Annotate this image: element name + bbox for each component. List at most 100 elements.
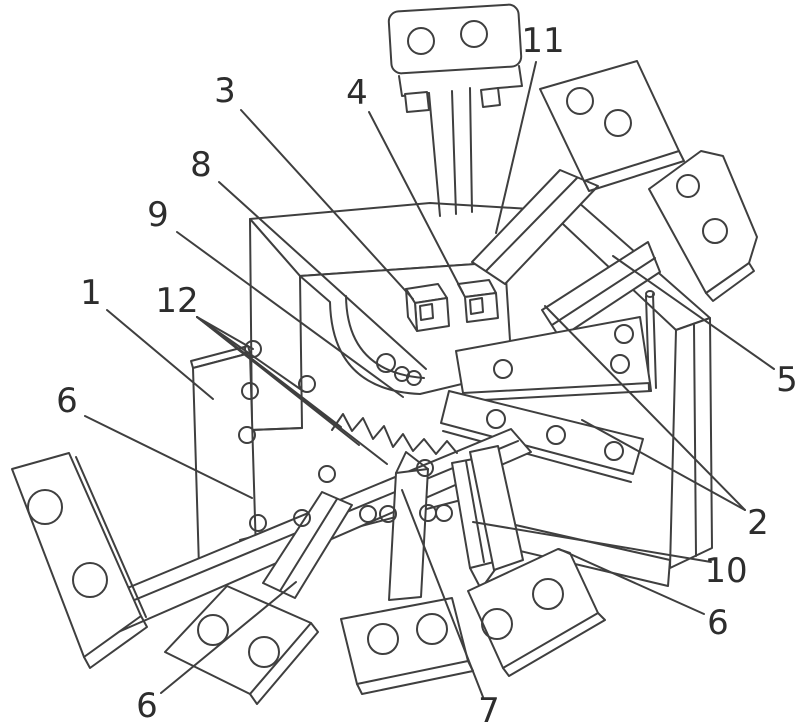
part-label-6-bottom: 6: [136, 686, 158, 726]
sse-arm: [467, 445, 606, 677]
lower-plate-thickness: [442, 430, 632, 483]
top-arm-stem-m: [451, 90, 457, 215]
frame-right-bar-inner: [693, 324, 697, 557]
upper-plate-hole-3: [610, 354, 630, 374]
ene-arm-hole-2: [702, 218, 728, 244]
left-plate-hole-2: [241, 382, 259, 400]
upper-plate-edge: [649, 382, 652, 392]
leader-11: [495, 61, 537, 234]
sse-head-thickness: [502, 612, 606, 677]
ball-8: [435, 504, 453, 522]
part-label-4: 4: [346, 73, 368, 113]
top-arm-hole-1: [407, 27, 435, 55]
lower-plate-hole-1: [486, 409, 506, 429]
ne-arm-hole-2: [604, 109, 632, 137]
west-head-inner: [75, 456, 147, 618]
ene-arm-head: [648, 150, 758, 294]
core-pin-3: [406, 370, 422, 386]
part-label-12: 12: [155, 281, 198, 321]
ball-5: [379, 505, 397, 523]
left-plate-hole-3: [238, 426, 256, 444]
wedge-zigzag: [331, 413, 458, 455]
ene-arm: [541, 150, 758, 339]
top-arm-neck-right: [480, 87, 501, 108]
top-arm-stem-r: [469, 87, 473, 213]
ne-arm: [471, 60, 685, 285]
ene-arm-head-thickness: [705, 262, 755, 302]
leader-5: [612, 255, 775, 370]
top-arm-step-right: [497, 65, 523, 89]
part-label-8: 8: [190, 145, 212, 185]
ball-1: [318, 465, 336, 483]
south-head-hole-2: [416, 613, 448, 645]
part-label-1: 1: [80, 273, 102, 313]
part-label-6-left: 6: [56, 381, 78, 421]
top-arm-neck-left: [404, 91, 430, 113]
part-label-9: 9: [147, 195, 169, 235]
west-head: [11, 452, 142, 658]
part-label-7: 7: [478, 691, 500, 726]
top-arm-head: [387, 3, 523, 75]
lower-plate-hole-2: [546, 425, 566, 445]
leader-3: [240, 109, 414, 300]
ne-arm-stem-inner: [485, 177, 578, 272]
leader-2-1: [544, 305, 746, 511]
part-label-3: 3: [214, 71, 236, 111]
left-plate-face: [192, 352, 257, 568]
leader-9: [176, 231, 404, 398]
sse-head: [467, 548, 599, 669]
leader-8: [218, 181, 427, 370]
ball-3: [249, 514, 267, 532]
sse-head-hole-1: [532, 578, 564, 610]
ssw-arm: [164, 491, 353, 705]
drawing: [11, 3, 758, 705]
leader-6-left: [84, 415, 253, 499]
cube-b-notch: [469, 297, 484, 315]
core-cubes: [376, 279, 499, 386]
ne-arm-head-thickness: [583, 150, 685, 192]
annotations: 3 4 11 89 1 12 6 5 210 6 6 7: [56, 21, 798, 726]
part-label-11: 11: [521, 21, 564, 61]
ssw-head-thickness: [249, 622, 319, 705]
leader-6-bottom: [160, 581, 297, 694]
ne-arm-hole-1: [566, 87, 594, 115]
ssw-head-hole-1: [197, 614, 229, 646]
part-label-6-right: 6: [707, 603, 729, 643]
leader-1: [106, 309, 214, 400]
ball-2: [293, 509, 311, 527]
left-plate-hole-4: [298, 375, 316, 393]
cube-a-notch: [419, 303, 434, 321]
sse-head-hole-2: [481, 608, 513, 640]
part-label-10: 10: [704, 551, 747, 591]
ne-arm-head: [539, 60, 680, 182]
lower-plate-hole-3: [604, 441, 624, 461]
south-arm: [340, 451, 474, 695]
side-plates: [440, 316, 652, 483]
part-label-2: 2: [747, 503, 769, 543]
ball-6: [416, 459, 434, 477]
south-head-hole-1: [367, 623, 399, 655]
top-arm-hole-2: [460, 20, 488, 48]
ene-arm-stem-inner: [551, 257, 656, 326]
block-bottom-edge: [251, 427, 303, 431]
upper-plate-hole-2: [614, 324, 634, 344]
upper-plate-thickness: [463, 390, 652, 402]
ssw-stem-inner: [279, 498, 338, 592]
leader-6-right: [558, 548, 705, 615]
leader-10: [472, 521, 712, 563]
west-head-hole-1: [27, 489, 63, 525]
west-head-hole-2: [72, 562, 108, 598]
leader-7: [401, 489, 484, 698]
part-label-5: 5: [776, 360, 798, 400]
south-stem-tip: [395, 451, 429, 474]
slide-insert-inner: [465, 460, 485, 563]
west-head-thickness: [83, 615, 148, 669]
top-arm-stem-l: [428, 92, 441, 217]
leader-12-5: [196, 316, 388, 465]
core-pin-1: [376, 353, 396, 373]
sse-stem: [469, 445, 524, 571]
top-arm: [387, 3, 523, 217]
frame-rod-top: [645, 290, 655, 298]
